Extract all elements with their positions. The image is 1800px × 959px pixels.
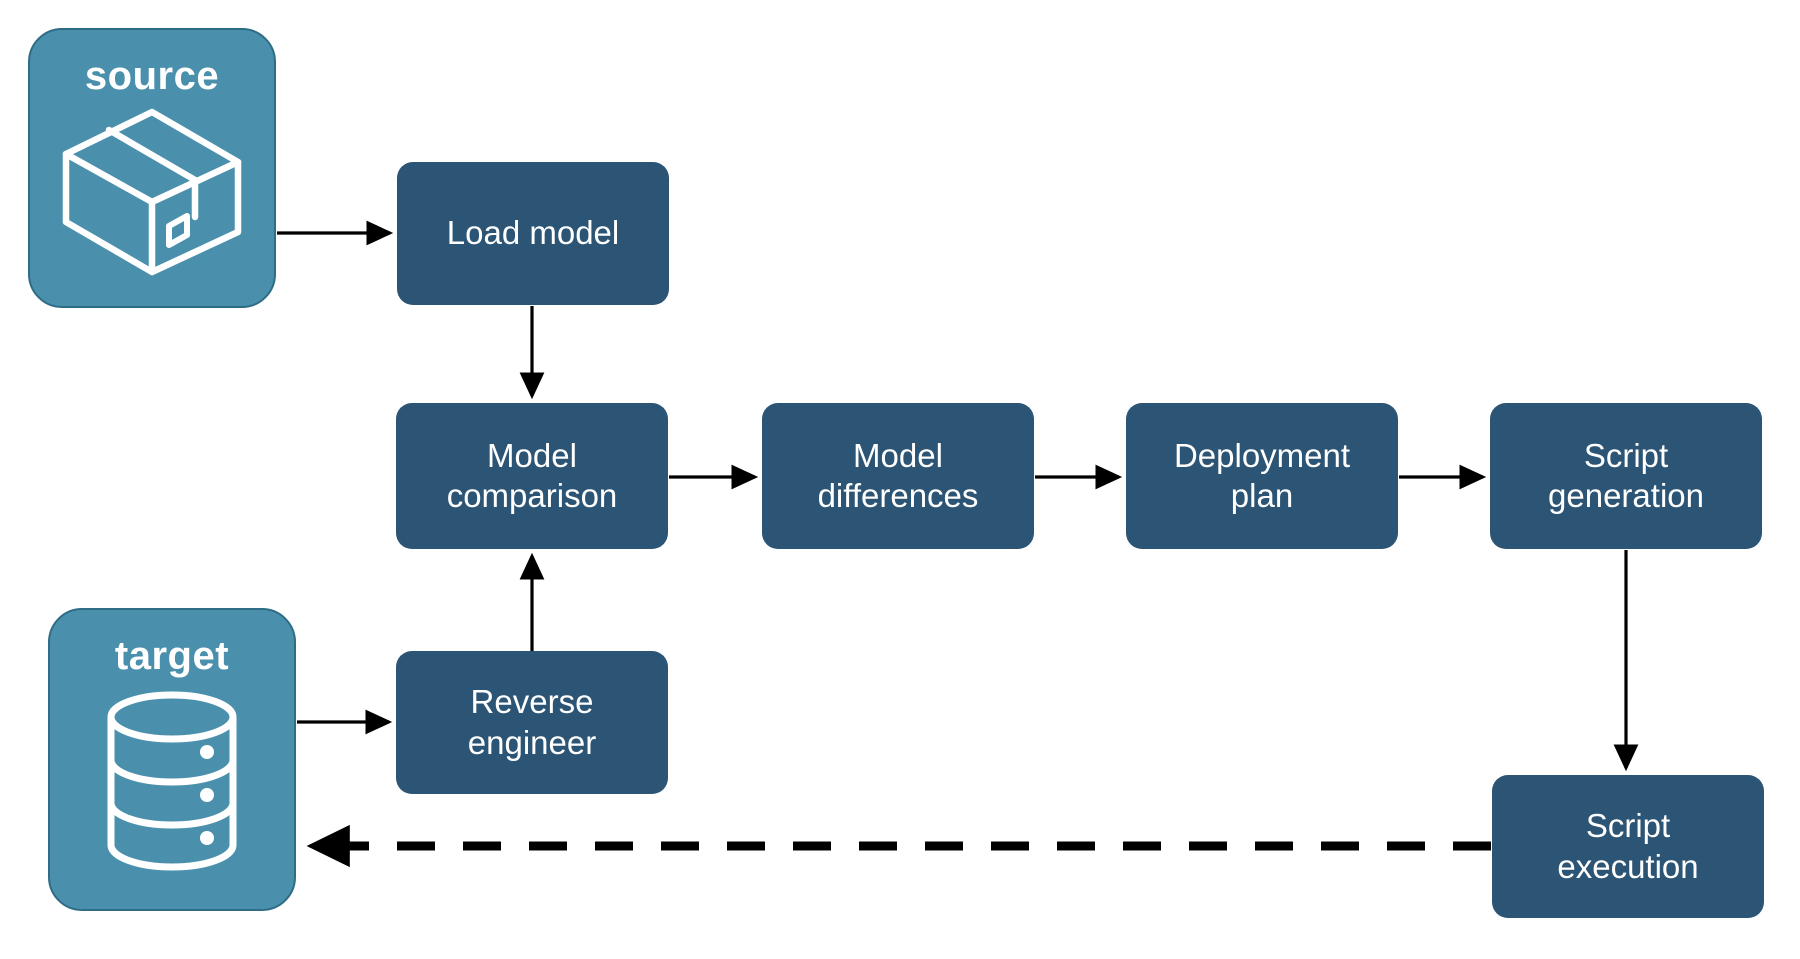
- process-model-differences[interactable]: Model differences: [762, 403, 1034, 549]
- process-deployment-plan-label: Deployment plan: [1173, 436, 1351, 514]
- process-model-differences-label: Model differences: [817, 436, 979, 514]
- process-model-comparison[interactable]: Model comparison: [396, 403, 668, 549]
- endpoint-source[interactable]: source: [28, 28, 276, 308]
- process-model-comparison-label: Model comparison: [446, 436, 618, 514]
- process-reverse-engineer[interactable]: Reverse engineer: [396, 651, 668, 794]
- process-script-execution[interactable]: Script execution: [1492, 775, 1764, 918]
- process-load-model-label: Load model: [446, 214, 620, 252]
- database-cylinder-icon: [107, 691, 237, 871]
- process-load-model[interactable]: Load model: [397, 162, 669, 305]
- process-reverse-engineer-label: Reverse engineer: [467, 683, 597, 761]
- package-box-icon: [62, 108, 242, 276]
- process-deployment-plan[interactable]: Deployment plan: [1126, 403, 1398, 549]
- process-script-execution-label: Script execution: [1557, 807, 1699, 885]
- endpoint-source-label: source: [84, 54, 220, 98]
- endpoint-target-label: target: [114, 634, 230, 678]
- process-script-generation-label: Script generation: [1548, 436, 1704, 514]
- process-script-generation[interactable]: Script generation: [1490, 403, 1762, 549]
- endpoint-target[interactable]: target: [48, 608, 296, 911]
